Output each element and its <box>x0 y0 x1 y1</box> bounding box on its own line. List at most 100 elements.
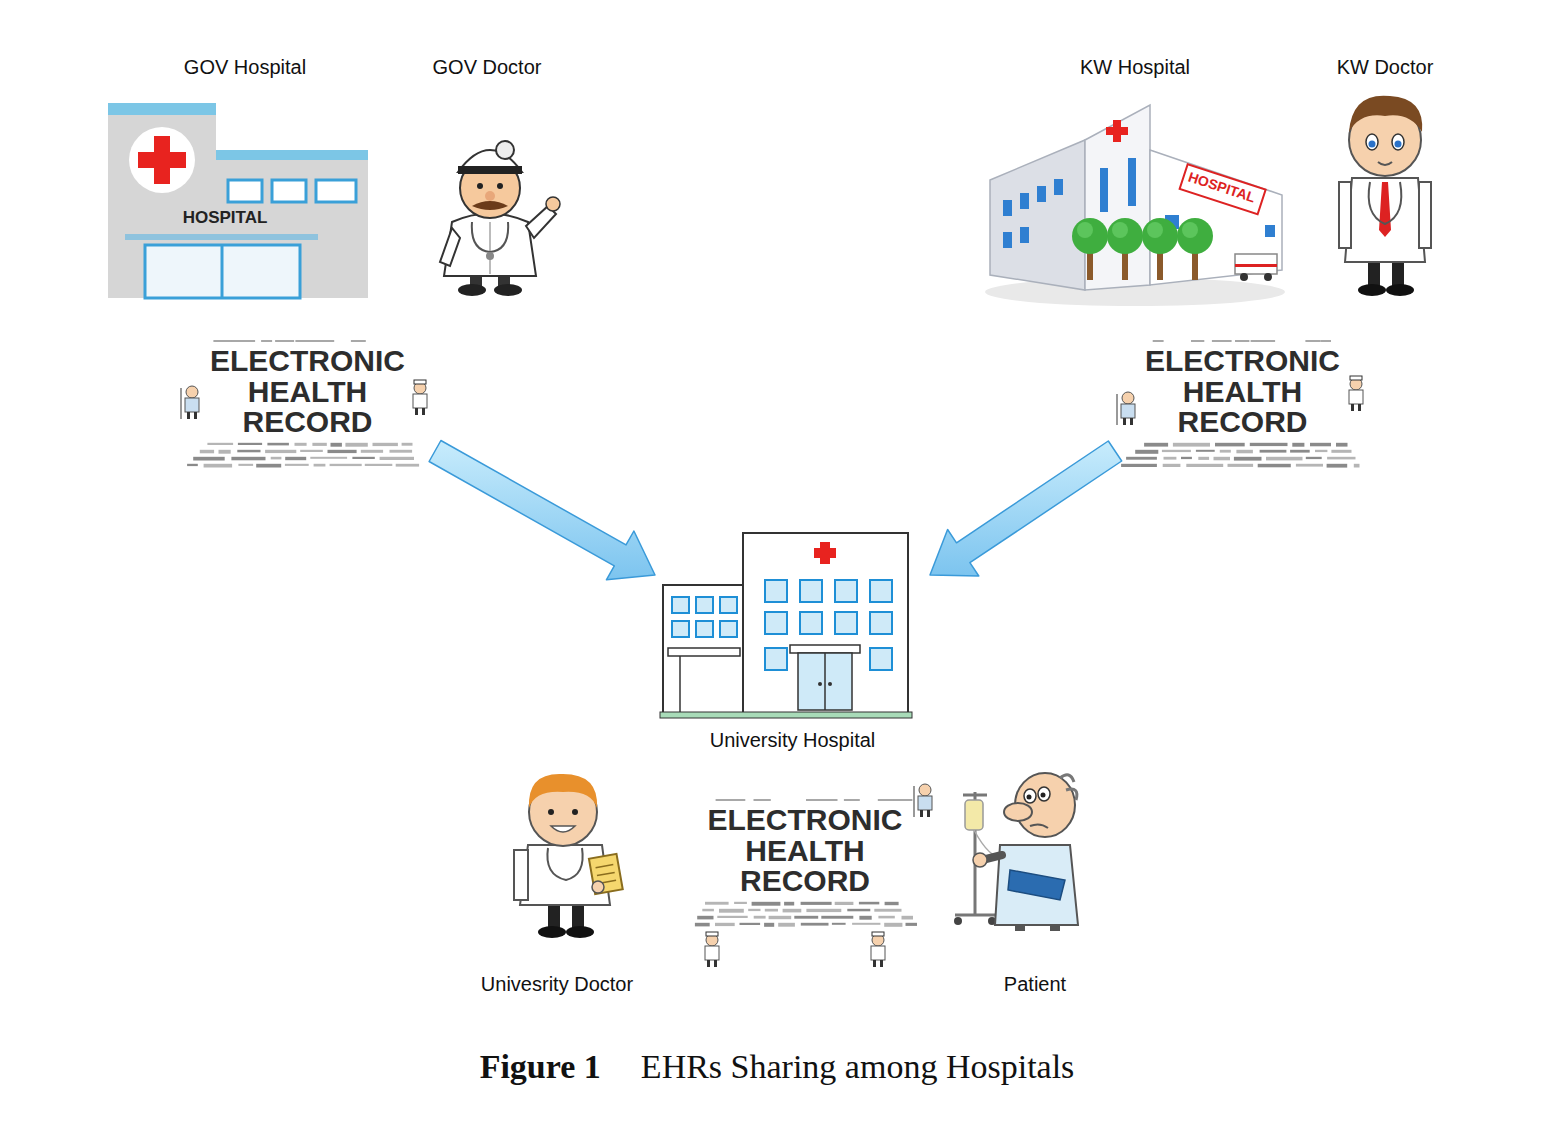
word-cloud-texture <box>1305 340 1320 342</box>
patient-figure <box>973 853 987 867</box>
patient-figure <box>995 845 1078 925</box>
kw-hospital-building <box>1020 193 1029 209</box>
word-cloud-texture <box>1260 340 1275 342</box>
mini-figure <box>918 796 932 810</box>
word-cloud-texture <box>1292 443 1304 447</box>
university-hospital-building <box>870 648 892 670</box>
kw-doctor-figure <box>1378 162 1392 165</box>
patient-icon: Patient <box>955 765 1115 997</box>
mini-figure <box>1130 418 1133 425</box>
university-hospital-building <box>798 653 852 710</box>
kw-hospital-building <box>1235 264 1277 267</box>
mini-figure <box>1351 404 1354 411</box>
word-cloud-texture <box>835 902 854 905</box>
university-hospital-building <box>765 580 787 602</box>
figure-number: Figure 1 <box>480 1048 601 1085</box>
doctor-icon: Univesrity Doctor <box>462 765 652 997</box>
university-hospital-building <box>765 648 787 670</box>
word-cloud-texture <box>874 909 901 912</box>
word-cloud-texture <box>261 340 272 342</box>
university-hospital-building <box>672 597 689 613</box>
word-cloud-texture <box>878 799 893 801</box>
word-cloud-texture <box>181 340 1363 967</box>
word-cloud-texture <box>207 443 233 445</box>
word-cloud-texture <box>1327 464 1348 468</box>
kw-hospital-building <box>1192 250 1198 280</box>
word-cloud-texture <box>256 464 281 468</box>
word-cloud-texture <box>1290 450 1310 453</box>
word-cloud-texture <box>695 923 710 927</box>
word-cloud-texture <box>312 443 326 446</box>
word-cloud-texture <box>1315 450 1327 452</box>
word-cloud-texture <box>275 340 294 342</box>
mini-figure <box>880 960 883 967</box>
kw-doctor-figure <box>1392 260 1404 287</box>
word-cloud-texture <box>328 450 357 453</box>
word-cloud-texture <box>1214 457 1231 461</box>
word-cloud-texture <box>832 923 846 925</box>
word-cloud-texture <box>884 923 902 927</box>
word-cloud-texture <box>237 450 260 453</box>
kw-doctor-figure <box>1368 260 1380 287</box>
kw-hospital-building <box>1054 179 1063 195</box>
word-cloud-texture <box>1250 443 1288 446</box>
mini-figure <box>185 398 199 412</box>
word-cloud-texture <box>1212 340 1232 342</box>
patient-figure <box>1030 824 1048 828</box>
university-hospital-building <box>870 580 892 602</box>
gov-doctor-figure <box>485 191 495 201</box>
mini-figure <box>1122 392 1134 404</box>
university-hospital-building <box>835 612 857 634</box>
university-doctor-figure <box>538 926 566 938</box>
word-cloud-texture <box>380 457 414 460</box>
patient-figure <box>954 773 1078 931</box>
kw-hospital-building <box>1180 164 1266 214</box>
patient-figure <box>1027 795 1032 800</box>
university-doctor-figure <box>548 809 554 815</box>
kw-hospital-building <box>1087 250 1093 280</box>
university-doctor-figure <box>597 872 615 875</box>
word-cloud-texture <box>1135 450 1158 454</box>
mini-figure <box>873 960 876 967</box>
kw-doctor-figure <box>1339 96 1431 296</box>
gov-hospital-building <box>138 136 186 184</box>
university-hospital-building <box>743 533 908 713</box>
university-hospital-building <box>824 653 826 710</box>
university-hospital-building <box>765 612 787 634</box>
word-cloud-texture <box>1236 450 1253 454</box>
word-cloud-texture <box>1173 443 1210 447</box>
word-cloud-texture <box>285 464 309 466</box>
word-cloud-texture <box>847 909 870 912</box>
mini-figure <box>1349 390 1363 404</box>
word-cloud-texture <box>1241 340 1248 342</box>
patient-figure <box>965 800 983 830</box>
word-cloud-texture <box>1336 443 1348 447</box>
kw-hospital-building <box>1264 273 1272 281</box>
patient-figure <box>1038 787 1050 801</box>
figure-caption: EHRs Sharing among Hospitals <box>641 1048 1074 1085</box>
university-hospital-building <box>870 612 892 634</box>
kw-doctor-figure <box>1345 178 1425 262</box>
university-hospital-building <box>814 542 836 564</box>
kw-doctor-figure <box>1369 182 1402 224</box>
university-doctor-figure <box>592 881 604 893</box>
word-cloud-texture <box>238 464 253 466</box>
university-hospital-building <box>672 621 689 637</box>
word-cloud-texture <box>1258 464 1291 468</box>
university-hospital-building <box>720 621 737 637</box>
doctor-icon: GOV Doctor <box>420 50 554 300</box>
word-cloud-texture <box>740 923 761 925</box>
node-label: Patient <box>1004 973 1066 996</box>
kw-hospital-building <box>1037 186 1046 202</box>
mini-figure <box>414 380 426 384</box>
kw-hospital-building <box>1240 273 1248 281</box>
word-cloud-texture <box>267 443 289 446</box>
word-cloud-texture <box>402 443 413 446</box>
word-cloud-texture <box>1234 457 1262 461</box>
university-doctor-figure <box>566 926 594 938</box>
word-cloud-texture <box>702 909 714 912</box>
word-cloud-texture <box>271 457 282 460</box>
mini-figure <box>1117 392 1135 425</box>
node-label: GOV Doctor <box>433 56 542 79</box>
